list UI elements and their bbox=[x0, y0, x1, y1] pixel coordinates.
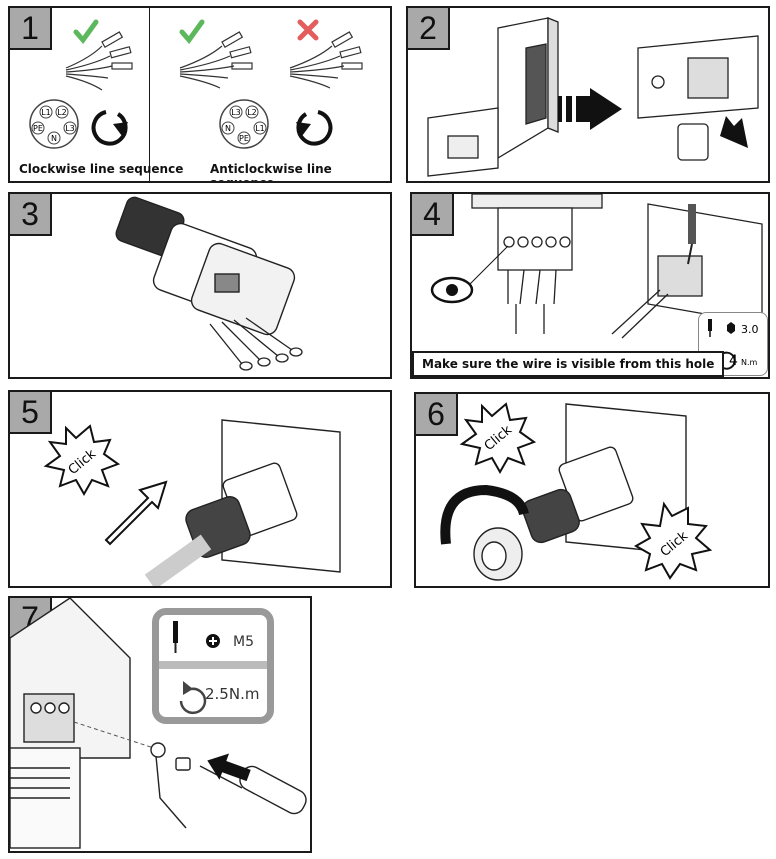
eye-icon bbox=[430, 245, 509, 304]
check-icon bbox=[179, 19, 205, 45]
step-4-illustration bbox=[430, 194, 763, 339]
screwdriver-icon bbox=[708, 319, 712, 337]
click-burst-icon bbox=[43, 424, 121, 497]
clockwise-arrow-icon bbox=[91, 110, 128, 146]
inverter-housing-icon bbox=[10, 598, 131, 849]
screw-size: M5 bbox=[233, 634, 254, 650]
wall-plate-icon bbox=[611, 203, 763, 339]
plug-body-icon bbox=[144, 462, 298, 586]
spec-divider bbox=[159, 661, 267, 669]
step-7-panel: 7 bbox=[8, 596, 312, 853]
pin-label: PE bbox=[239, 134, 249, 143]
step-2-illustration bbox=[427, 17, 759, 177]
step-3-illustration bbox=[115, 196, 303, 371]
step-number: 2 bbox=[408, 8, 450, 50]
step-1-illustration: L1 L2 PE L3 N bbox=[29, 19, 363, 149]
hex-bit-icon bbox=[727, 322, 735, 334]
step-5-panel: 5 Click bbox=[8, 390, 392, 588]
push-arrow-icon bbox=[104, 480, 168, 546]
step-number: 4 bbox=[412, 194, 454, 236]
connector-face-icon bbox=[29, 99, 79, 149]
torque-arrow-icon bbox=[179, 681, 207, 715]
plug-body-icon bbox=[473, 446, 634, 581]
tool-size: 3.0 bbox=[741, 323, 759, 336]
anticlockwise-arrow-icon bbox=[296, 110, 333, 146]
step-number: 3 bbox=[10, 194, 52, 236]
pin-label: N bbox=[51, 134, 57, 143]
click-burst-icon bbox=[459, 402, 537, 475]
step-number: 1 bbox=[10, 8, 52, 50]
left-arrow-icon bbox=[207, 753, 251, 782]
step-6-panel: 6 Click Click bbox=[414, 392, 770, 588]
terminal-block-icon bbox=[471, 194, 603, 334]
ring-terminal-icon bbox=[150, 742, 187, 829]
right-arrow-icon bbox=[558, 88, 622, 130]
step-number: 6 bbox=[416, 394, 458, 436]
anticlockwise-caption: Anticlockwise line sequence bbox=[210, 162, 332, 183]
pin-label: L2 bbox=[247, 108, 257, 117]
connector-face-icon bbox=[219, 99, 269, 149]
step-5-illustration: Click bbox=[43, 419, 341, 586]
torque-value: 2.5N.m bbox=[205, 685, 259, 703]
phillips-bit-icon bbox=[206, 634, 220, 648]
cable-fan-icon bbox=[65, 31, 133, 91]
clockwise-caption: Clockwise line sequence bbox=[19, 162, 184, 176]
pin-label: N bbox=[225, 124, 231, 133]
pin-label: PE bbox=[33, 124, 43, 133]
check-icon bbox=[73, 19, 99, 45]
step-1-panel: 1 L1 L2 PE L3 N bbox=[8, 6, 392, 183]
pin-label: L3 bbox=[231, 108, 241, 117]
pin-label: L3 bbox=[65, 124, 75, 133]
screw-icon bbox=[175, 757, 191, 771]
connector-cover-icon bbox=[637, 35, 759, 161]
step-2-panel: 2 bbox=[406, 6, 770, 183]
pin-label: L2 bbox=[57, 108, 67, 117]
wire-ends-icon bbox=[209, 317, 303, 371]
wire-visibility-caption: Make sure the wire is visible from this … bbox=[412, 351, 725, 377]
rotate-arrow-icon bbox=[440, 484, 529, 545]
alignment-line bbox=[73, 721, 161, 751]
step-3-panel: 3 bbox=[8, 192, 392, 379]
torque-value: 4 bbox=[729, 353, 738, 369]
click-burst-icon bbox=[633, 501, 713, 580]
cross-icon bbox=[297, 19, 319, 41]
step-number: 5 bbox=[10, 392, 52, 434]
screwdriver-icon bbox=[687, 204, 696, 265]
torque-unit: N.m bbox=[741, 358, 758, 367]
screwdriver-icon bbox=[173, 621, 178, 653]
torque-spec-box: M5 2.5N.m bbox=[152, 608, 274, 724]
ac-connector-icon bbox=[115, 196, 296, 336]
cable-fan-icon bbox=[179, 31, 363, 89]
inverter-icon bbox=[427, 17, 559, 177]
pin-label: L1 bbox=[41, 108, 51, 117]
step-4-panel: 4 3 bbox=[410, 192, 770, 379]
down-arrow-icon bbox=[720, 116, 748, 148]
step-7-illustration bbox=[10, 598, 307, 849]
panel-divider bbox=[149, 8, 150, 181]
pin-label: L1 bbox=[255, 124, 265, 133]
step-6-illustration: Click Click bbox=[440, 402, 713, 581]
